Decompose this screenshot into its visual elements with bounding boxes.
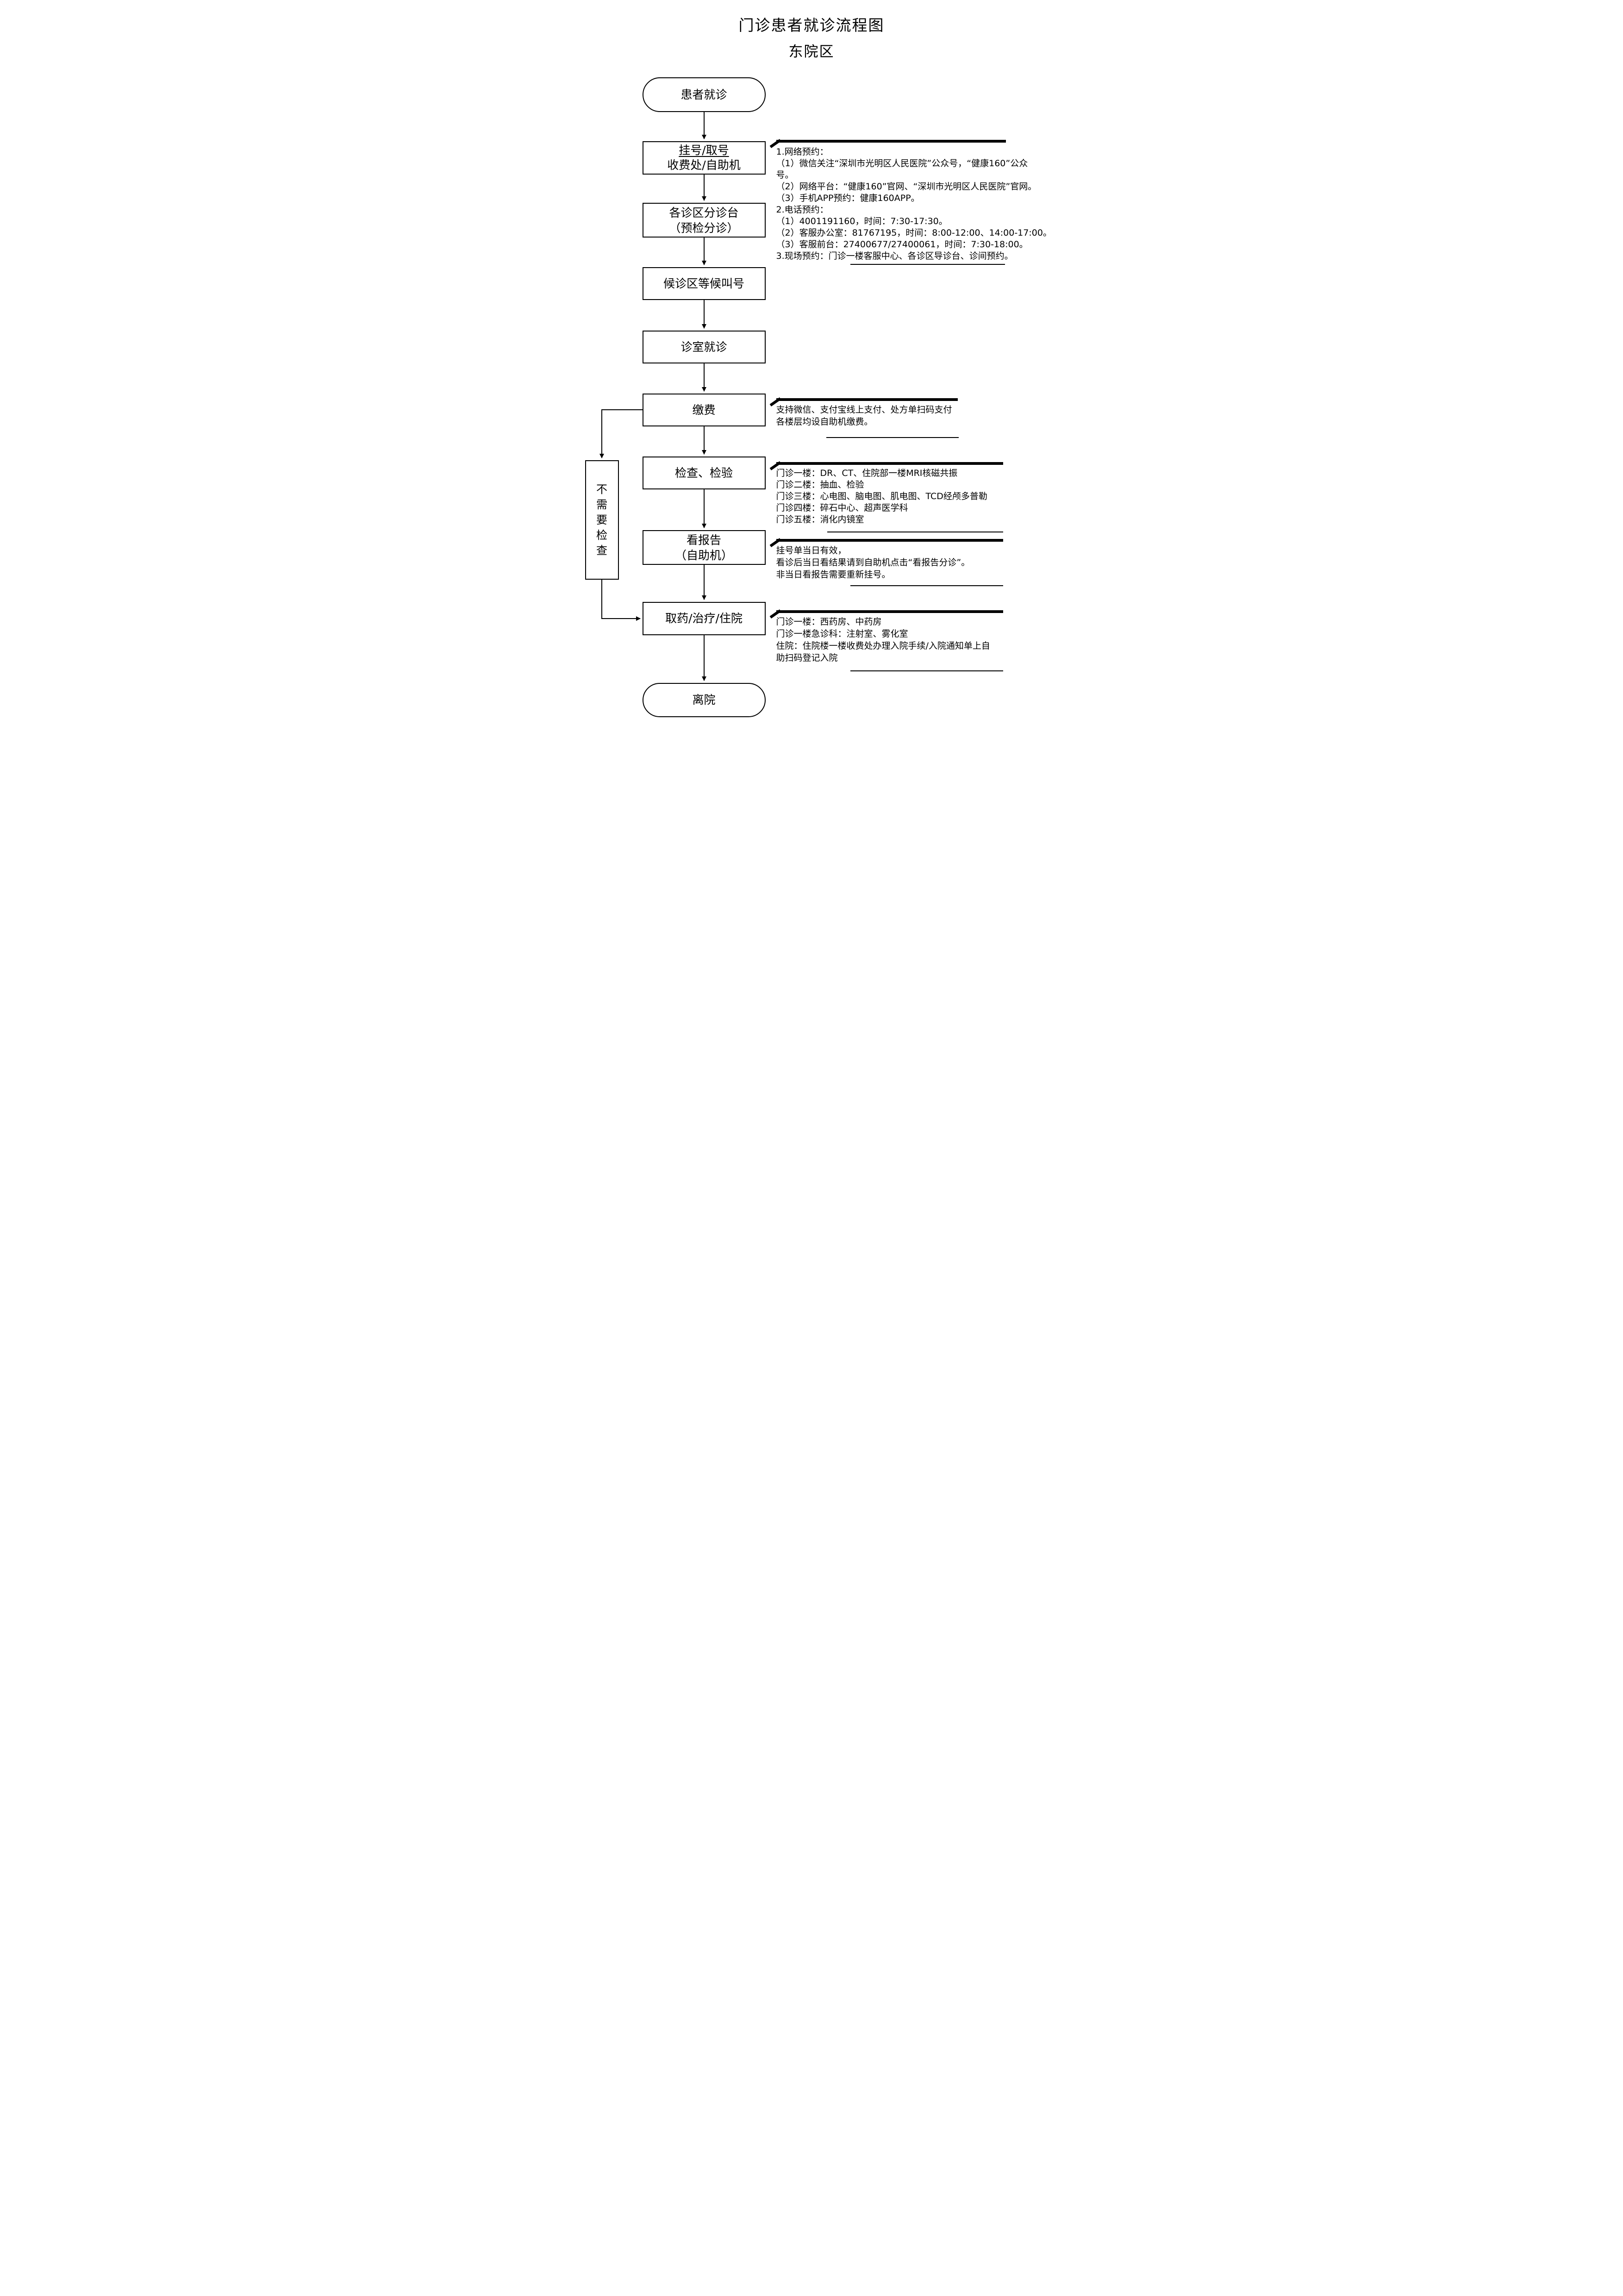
flow-node-label: 候诊区等候叫号: [663, 276, 744, 290]
annotation-line: 3.现场预约：门诊一楼客服中心、各诊区导诊台、诊间预约。: [776, 251, 1013, 261]
page-title: 门诊患者就诊流程图 东院区: [541, 13, 1082, 61]
flow-node-label: 患者就诊: [680, 88, 727, 101]
flow-node-label: 看报告 （自助机）: [674, 533, 733, 562]
flow-node-label: 各诊区分诊台 （预检分诊）: [669, 206, 739, 235]
flow-node-pharmacy-treatment-admission: 取药/治疗/住院: [642, 602, 766, 635]
flow-node-no-exam-needed: 不需要检查: [585, 460, 619, 580]
accent-bar: [776, 140, 1006, 143]
flow-node-register: 挂号/取号 收费处/自助机: [642, 141, 766, 175]
annotation-line: 门诊四楼：碎石中心、超声医学科: [776, 503, 908, 513]
annotation-line: 助扫码登记入院: [776, 653, 838, 663]
annotation-pharmacy-admission-info: 门诊一楼：西药房、中药房 门诊一楼急诊科：注射室、雾化室 住院：住院楼一楼收费处…: [776, 616, 1059, 664]
annotation-line: 非当日看报告需要重新挂号。: [776, 569, 891, 580]
annotation-line: 挂号单当日有效，: [776, 545, 847, 556]
flow-node-view-report: 看报告 （自助机）: [642, 530, 766, 565]
accent-bar: [776, 398, 958, 401]
annotation-line: 门诊一楼急诊科：注射室、雾化室: [776, 629, 908, 639]
flow-node-consultation: 诊室就诊: [642, 331, 766, 363]
flow-node-leave-hospital: 离院: [642, 683, 766, 717]
accent-bar: [776, 610, 1003, 613]
flow-node-label-vertical: 不需要检查: [596, 482, 607, 557]
annotation-line: （2）客服办公室：81767195，时间：8:00-12:00、14:00-17…: [776, 228, 1052, 238]
annotation-line: 各楼层均设自助机缴费。: [776, 417, 873, 427]
flow-node-triage-desk: 各诊区分诊台 （预检分诊）: [642, 203, 766, 238]
annotation-appointment-info: 1.网络预约： （1）微信关注“深圳市光明区人民医院”公众号，“健康160”公众…: [776, 146, 1059, 262]
flow-node-payment: 缴费: [642, 394, 766, 426]
flow-node-label: 诊室就诊: [680, 340, 727, 354]
annotation-line: 门诊一楼：西药房、中药房: [776, 617, 882, 627]
annotation-line: 门诊一楼：DR、CT、住院部一楼MRI核磁共振: [776, 468, 958, 478]
annotation-line: 门诊二楼：抽血、检验: [776, 480, 864, 490]
flowchart-page: 门诊患者就诊流程图 东院区 患者就诊 挂号/取号 收费处/自助机: [541, 0, 1082, 765]
annotation-line: 门诊三楼：心电图、脑电图、肌电图、TCD经颅多普勒: [776, 491, 987, 501]
annotation-line: 2.电话预约：: [776, 205, 829, 215]
separator-line: [850, 670, 1003, 671]
flow-node-waiting-area: 候诊区等候叫号: [642, 267, 766, 300]
flow-node-label-cashier: 收费处/自助机: [667, 158, 741, 172]
annotation-line: 住院：住院楼一楼收费处办理入院手续/入院通知单上自: [776, 641, 990, 651]
flow-node-patient-visit: 患者就诊: [642, 77, 766, 112]
title-line-2: 东院区: [788, 44, 835, 60]
annotation-line: 1.网络预约：: [776, 147, 829, 157]
accent-bar: [776, 539, 1003, 542]
annotation-line: 门诊五楼：消化内镜室: [776, 514, 864, 525]
annotation-line: 看诊后当日看结果请到自助机点击“看报告分诊”。: [776, 557, 970, 568]
annotation-exam-locations: 门诊一楼：DR、CT、住院部一楼MRI核磁共振 门诊二楼：抽血、检验 门诊三楼：…: [776, 468, 1059, 526]
flow-node-label: 缴费: [692, 403, 716, 417]
separator-line: [826, 437, 959, 438]
title-line-1: 门诊患者就诊流程图: [738, 16, 885, 34]
flow-node-label: 取药/治疗/住院: [665, 612, 743, 625]
annotation-report-info: 挂号单当日有效， 看诊后当日看结果请到自助机点击“看报告分诊”。 非当日看报告需…: [776, 544, 1059, 581]
annotation-line: （1）微信关注“深圳市光明区人民医院”公众号，“健康160”公众: [776, 158, 1028, 169]
flow-node-label-registration: 挂号/取号: [679, 144, 729, 157]
flow-node-label: 离院: [692, 693, 716, 707]
annotation-line: （1）4001191160，时间：7:30-17:30。: [776, 216, 948, 226]
separator-line: [850, 585, 1003, 586]
annotation-line: 号。: [776, 170, 794, 180]
annotation-line: 支持微信、支付宝线上支付、处方单扫码支付: [776, 405, 952, 415]
accent-bar: [776, 462, 1003, 465]
annotation-line: （3）客服前台：27400677/27400061，时间：7:30-18:00。: [776, 239, 1028, 250]
annotation-payment-info: 支持微信、支付宝线上支付、处方单扫码支付 各楼层均设自助机缴费。: [776, 404, 1059, 428]
separator-line: [850, 264, 1005, 265]
annotation-line: （2）网络平台：“健康160”官网、“深圳市光明区人民医院”官网。: [776, 181, 1037, 192]
flow-node-examination: 检查、检验: [642, 457, 766, 489]
flow-node-label: 检查、检验: [674, 466, 733, 480]
annotation-line: （3）手机APP预约：健康160APP。: [776, 193, 920, 203]
